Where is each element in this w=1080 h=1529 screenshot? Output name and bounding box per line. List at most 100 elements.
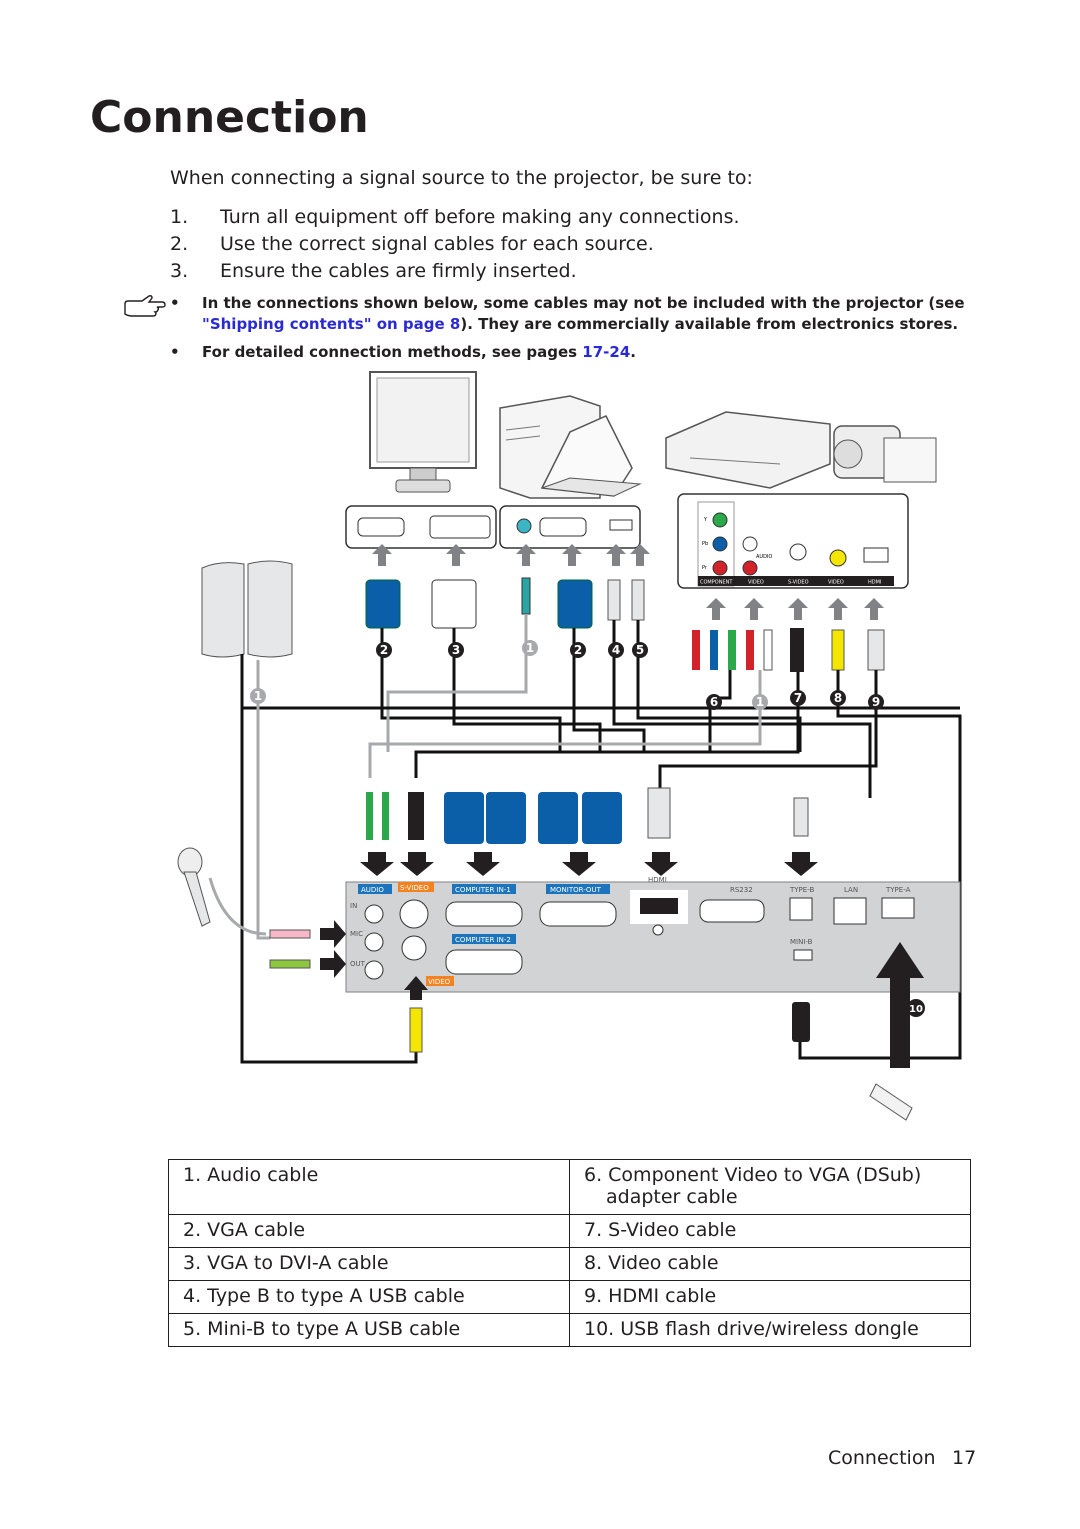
footer-page-number: 17 bbox=[952, 1447, 977, 1469]
marker-7: 7 bbox=[794, 691, 802, 705]
panel-monitor-out-label: MONITOR-OUT bbox=[550, 886, 602, 894]
panel-mic-label: MIC bbox=[350, 930, 363, 938]
table-row: 5. Mini-B to type A USB cable 10. USB fl… bbox=[168, 1313, 971, 1347]
device-video2-label: VIDEO bbox=[828, 580, 844, 586]
step-text: Use the correct signal cables for each s… bbox=[220, 233, 654, 255]
legend-cell: 7. S-Video cable bbox=[569, 1214, 971, 1248]
usb-flash-drive-icon bbox=[869, 1083, 913, 1121]
marker-1b: 1 bbox=[526, 641, 534, 655]
panel-type-a-label: TYPE-A bbox=[885, 886, 911, 894]
panel-in-label: IN bbox=[350, 902, 357, 910]
mini-b-plug bbox=[792, 1002, 810, 1042]
panel-svideo-label: S-VIDEO bbox=[400, 884, 429, 892]
legend-cell: 1. Audio cable bbox=[168, 1159, 570, 1215]
cable-number-markers: 1 2 3 1 2 4 5 6 1 7 8 9 10 bbox=[250, 640, 925, 1017]
note-1-text-end: ). They are commercially available from … bbox=[460, 315, 959, 333]
usb-large-arrow bbox=[876, 942, 924, 1068]
downward-arrows bbox=[360, 852, 818, 876]
panel-out-label: OUT bbox=[350, 960, 366, 968]
legend-cell: 9. HDMI cable bbox=[569, 1280, 971, 1314]
legend-cell: 2. VGA cable bbox=[168, 1214, 570, 1248]
legend-cell: 3. VGA to DVI-A cable bbox=[168, 1247, 570, 1281]
mic-plug bbox=[269, 929, 311, 939]
marker-6: 6 bbox=[710, 695, 718, 709]
monitor-icon bbox=[369, 371, 477, 493]
audio-label: AUDIO bbox=[756, 554, 772, 560]
panel-type-b-label: TYPE-B bbox=[789, 886, 814, 894]
dvd-player-icon bbox=[665, 411, 831, 489]
y-label: Y bbox=[703, 517, 708, 523]
panel-computer-in-1-label: COMPUTER IN-1 bbox=[455, 886, 511, 894]
note-2: •For detailed connection methods, see pa… bbox=[170, 343, 636, 361]
marker-5: 5 bbox=[636, 643, 644, 657]
device-video-label: VIDEO bbox=[748, 580, 764, 586]
legend-cell: 5. Mini-B to type A USB cable bbox=[168, 1313, 570, 1347]
bottom-cable-connectors bbox=[366, 787, 809, 844]
step-1: 1. Turn all equipment off before making a… bbox=[170, 206, 740, 228]
table-row: 2. VGA cable 7. S-Video cable bbox=[168, 1214, 971, 1248]
speakers-icon bbox=[201, 560, 293, 658]
page-title: Connection bbox=[90, 92, 369, 143]
step-number: 1. bbox=[170, 206, 189, 228]
step-number: 3. bbox=[170, 260, 189, 282]
device-svideo-label: S-VIDEO bbox=[788, 580, 809, 586]
note-2-text: For detailed connection methods, see pag… bbox=[202, 343, 583, 361]
legend-cell-line-2: adapter cable bbox=[606, 1186, 738, 1208]
panel-ports bbox=[364, 890, 915, 980]
note-1-text: In the connections shown below, some cab… bbox=[202, 294, 965, 312]
panel-mini-b-label: MINI-B bbox=[790, 938, 813, 946]
note-2-end: . bbox=[630, 343, 636, 361]
marker-2a: 2 bbox=[380, 643, 388, 657]
marker-3: 3 bbox=[452, 643, 460, 657]
panel-audio-label: AUDIO bbox=[361, 886, 384, 894]
av-port-box bbox=[677, 493, 909, 589]
marker-10: 10 bbox=[909, 1004, 923, 1015]
marker-1a: 1 bbox=[254, 689, 262, 703]
step-number: 2. bbox=[170, 233, 189, 255]
video-plug bbox=[409, 1007, 423, 1053]
legend-cell: 8. Video cable bbox=[569, 1247, 971, 1281]
marker-1c: 1 bbox=[756, 695, 764, 709]
panel-lan-label: LAN bbox=[844, 886, 858, 894]
cable-legend-table: 1. Audio cable 6. Component Video to VGA… bbox=[168, 1159, 971, 1347]
marker-4: 4 bbox=[612, 643, 620, 657]
step-3: 3. Ensure the cables are firmly inserted. bbox=[170, 260, 577, 282]
table-row: 1. Audio cable 6. Component Video to VGA… bbox=[168, 1159, 971, 1215]
table-row: 4. Type B to type A USB cable 9. HDMI ca… bbox=[168, 1280, 971, 1314]
step-text: Ensure the cables are firmly inserted. bbox=[220, 260, 577, 282]
marker-8: 8 bbox=[834, 691, 842, 705]
step-text: Turn all equipment off before making any… bbox=[220, 206, 740, 228]
laptop-icon bbox=[540, 415, 642, 497]
camcorder-icon bbox=[833, 425, 937, 483]
video-up-arrow bbox=[404, 976, 428, 1000]
top-cable-connectors bbox=[365, 577, 885, 672]
legend-cell-line: 6. Component Video to VGA (DSub) bbox=[584, 1164, 922, 1186]
upward-arrows bbox=[372, 544, 884, 620]
panel-hdmi-label: HDMI bbox=[648, 876, 667, 884]
note-1-continued: "Shipping contents" on page 8). They are… bbox=[202, 315, 958, 333]
legend-cell: 10. USB flash drive/wireless dongle bbox=[569, 1313, 971, 1347]
pb-label: Pb bbox=[702, 541, 708, 547]
panel-video-label: VIDEO bbox=[428, 978, 451, 986]
side-arrows bbox=[320, 920, 346, 978]
connection-diagram: Y Pb Pr AUDIO COMPONENT VIDEO S-VIDEO VI… bbox=[177, 371, 962, 1121]
footer-section-title: Connection bbox=[828, 1447, 936, 1469]
legend-cell: 6. Component Video to VGA (DSub)adapter … bbox=[569, 1159, 971, 1215]
pages-link[interactable]: 17-24 bbox=[582, 343, 631, 361]
step-2: 2. Use the correct signal cables for each… bbox=[170, 233, 654, 255]
panel-rs232-label: RS232 bbox=[730, 886, 753, 894]
table-row: 3. VGA to DVI-A cable 8. Video cable bbox=[168, 1247, 971, 1281]
note-hand-icon bbox=[124, 295, 166, 317]
device-hdmi-label: HDMI bbox=[868, 580, 881, 586]
intro-text: When connecting a signal source to the p… bbox=[170, 167, 753, 189]
audio-out-plug bbox=[269, 959, 311, 969]
marker-2b: 2 bbox=[574, 643, 582, 657]
legend-cell: 4. Type B to type A USB cable bbox=[168, 1280, 570, 1314]
shipping-contents-link[interactable]: "Shipping contents" on page 8 bbox=[202, 315, 461, 333]
component-label: COMPONENT bbox=[700, 580, 733, 586]
microphone-icon bbox=[177, 847, 211, 927]
pr-label: Pr bbox=[702, 565, 708, 571]
panel-computer-in-2-label: COMPUTER IN-2 bbox=[455, 936, 511, 944]
marker-9: 9 bbox=[872, 695, 880, 709]
note-1: •In the connections shown below, some ca… bbox=[170, 294, 965, 312]
